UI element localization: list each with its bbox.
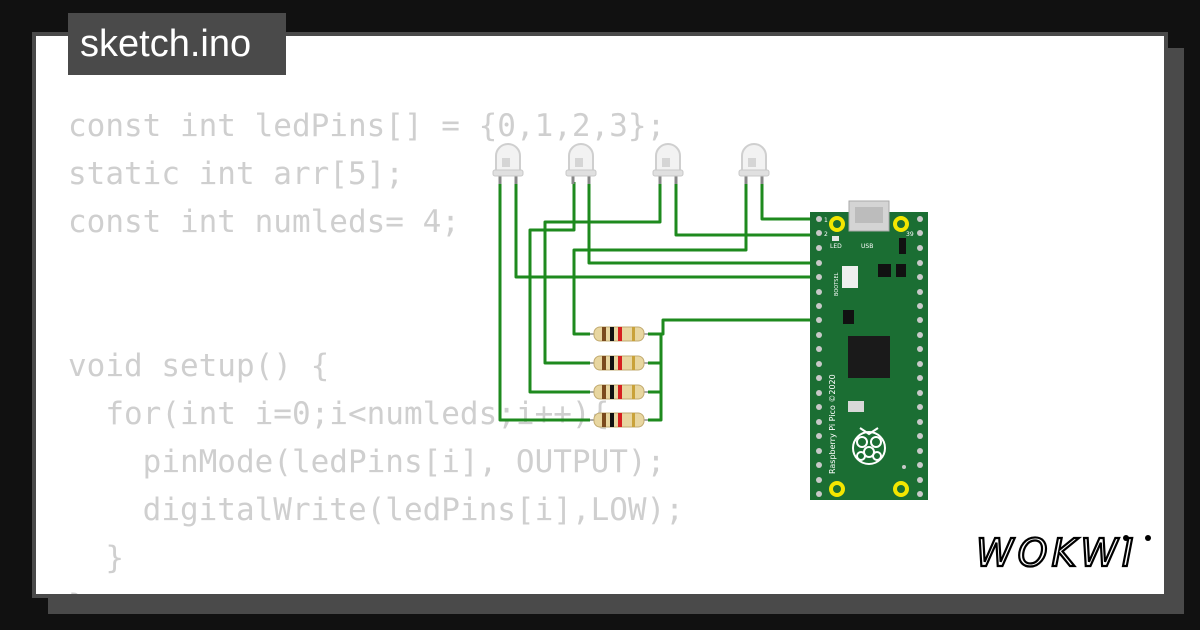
code-line: const int numleds= 4; bbox=[68, 204, 460, 240]
board-pin-1: 1 bbox=[824, 217, 828, 224]
wokwi-logo[interactable]: WOKWI bbox=[976, 528, 1152, 576]
code-line: } bbox=[68, 582, 684, 594]
wire[interactable] bbox=[543, 182, 662, 365]
board-label-led: LED bbox=[830, 243, 842, 250]
wire[interactable] bbox=[528, 182, 590, 394]
board-label-usb: USB bbox=[861, 243, 873, 250]
led-icon[interactable] bbox=[492, 143, 524, 184]
wire[interactable] bbox=[498, 182, 590, 422]
pin-header-right bbox=[917, 216, 923, 497]
led-icon[interactable] bbox=[652, 143, 684, 184]
code-line: } bbox=[68, 540, 124, 576]
resistor-icon[interactable] bbox=[590, 355, 648, 371]
code-line: pinMode(ledPins[i], OUTPUT); bbox=[68, 444, 666, 480]
pico-board[interactable]: LED USB 1 2 39 BOOTSEL Raspberry Pi Pico… bbox=[810, 200, 928, 500]
wire[interactable] bbox=[674, 182, 820, 237]
board-pin-2: 2 bbox=[824, 231, 828, 238]
wire[interactable] bbox=[760, 182, 820, 221]
filename-tab[interactable]: sketch.ino bbox=[68, 13, 286, 75]
wire[interactable] bbox=[661, 318, 820, 336]
wire[interactable] bbox=[648, 332, 663, 422]
resistor-icon[interactable] bbox=[590, 384, 648, 400]
logo-text: WOKWI bbox=[976, 531, 1137, 575]
code-line: void setup() { bbox=[68, 348, 330, 384]
board-label-bootsel: BOOTSEL bbox=[834, 272, 840, 296]
wires bbox=[498, 182, 820, 422]
code-line: digitalWrite(ledPins[i],LOW); bbox=[68, 492, 684, 528]
raspberry-pi-icon bbox=[852, 427, 886, 465]
led-icon[interactable] bbox=[565, 143, 597, 184]
wire[interactable] bbox=[572, 182, 748, 336]
resistor-icon[interactable] bbox=[590, 326, 648, 342]
code-preview: const int ledPins[] = {0,1,2,3}; static i… bbox=[68, 102, 684, 594]
wire[interactable] bbox=[514, 182, 820, 279]
resistor-icon[interactable] bbox=[590, 412, 648, 428]
wire[interactable] bbox=[587, 182, 820, 265]
pin-header-left bbox=[816, 216, 822, 497]
project-card: const int ledPins[] = {0,1,2,3}; static i… bbox=[32, 32, 1168, 598]
mounting-holes bbox=[829, 216, 909, 497]
led-icon[interactable] bbox=[738, 143, 770, 184]
code-line: static int arr[5]; bbox=[68, 156, 404, 192]
board-name: Raspberry Pi Pico ©2020 bbox=[828, 374, 837, 474]
rp2040-chip bbox=[848, 336, 890, 378]
bootsel-button[interactable] bbox=[842, 266, 858, 288]
onboard-led bbox=[832, 236, 839, 241]
code-line: for(int i=0;i<numleds;i++){ bbox=[68, 396, 610, 432]
code-line: const int ledPins[] = {0,1,2,3}; bbox=[68, 108, 666, 144]
board-pin-39: 39 bbox=[906, 231, 914, 238]
